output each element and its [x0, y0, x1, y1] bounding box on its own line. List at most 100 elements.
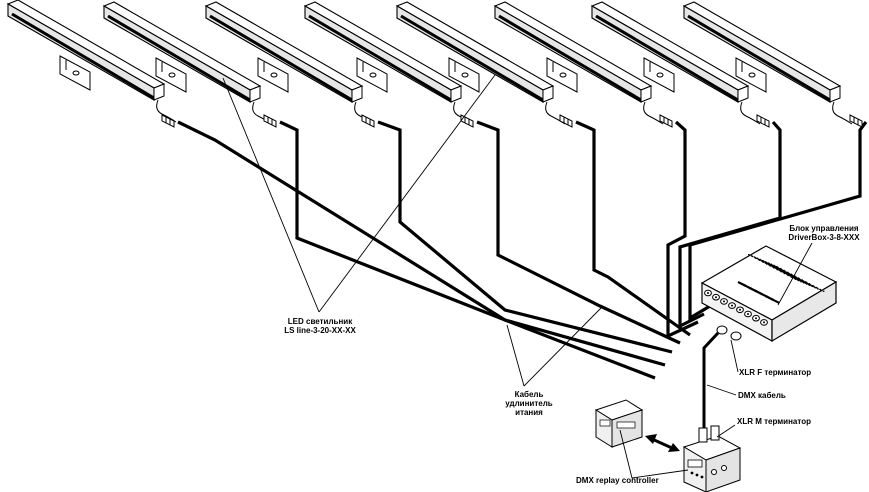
vent-hole [776, 267, 778, 269]
vent-hole [817, 288, 819, 290]
fixture-connector [756, 114, 770, 128]
vent-hole [802, 280, 804, 282]
driver-box [700, 245, 838, 343]
vent-hole [796, 278, 798, 280]
vent-hole [784, 273, 786, 275]
bracket-screw [559, 72, 567, 78]
vent-hole [764, 261, 767, 263]
xlr-m-terminator-label: XLR M терминатор [737, 417, 811, 426]
vent-hole [782, 271, 784, 273]
vent-hole [798, 279, 800, 281]
vent-hole [800, 281, 802, 283]
vent-hole [774, 266, 777, 268]
fixture-end-cap [153, 83, 165, 101]
vent-hole [778, 269, 780, 271]
led-fixture [682, 1, 863, 128]
vent-hole [814, 287, 816, 289]
vent-hole [762, 260, 765, 262]
led-fixture [493, 1, 673, 128]
vent-hole [792, 275, 794, 277]
power-cable-label: Кабель удлинитель итания [505, 390, 552, 417]
vent-hole [806, 282, 808, 284]
fixture-lens-strip [595, 14, 739, 102]
vent-hole [787, 272, 790, 274]
fixture-lens-strip [308, 14, 452, 102]
vent-hole [791, 275, 794, 278]
fixture-end-cap [249, 85, 261, 103]
led-fixture-label-line2: LS line-3-20-XX-XX [284, 326, 356, 335]
vent-hole [794, 275, 796, 277]
vent-hole [773, 266, 776, 268]
vent-hole [797, 278, 799, 280]
fixture-pigtail [643, 101, 664, 125]
fixture-pigtail [832, 101, 853, 125]
vent-hole [773, 264, 775, 266]
vent-hole [780, 271, 782, 273]
vent-hole [764, 262, 766, 264]
socket-pin [723, 300, 725, 303]
vent-hole [776, 266, 779, 268]
driver-box-label-line1: Блок управления [789, 224, 859, 233]
vent-hole [776, 269, 779, 271]
vent-hole [778, 268, 780, 270]
vent-hole [799, 278, 801, 280]
vent-hole [782, 270, 784, 272]
vent-hole [750, 255, 753, 257]
vent-slot [770, 297, 780, 304]
vent-hole [784, 272, 786, 274]
vent-hole [774, 265, 776, 267]
led-fixture [6, 0, 177, 128]
vent-hole [805, 281, 808, 284]
vent-hole [767, 262, 770, 264]
vent-hole [776, 266, 778, 268]
vent-hole [802, 280, 805, 282]
led-fixture-label-line1: LED светильник [287, 317, 353, 326]
fixture-end-cap [450, 85, 462, 103]
vent-hole [809, 283, 811, 285]
bracket-screw [72, 70, 80, 76]
vent-hole [748, 254, 750, 256]
dmx-cable-label: DMX кабель [738, 391, 786, 400]
vent-hole [782, 270, 785, 272]
vent-hole [770, 264, 772, 266]
vent-hole [763, 261, 766, 263]
vent-hole [762, 260, 764, 262]
vent-hole [768, 264, 771, 266]
power-cable [666, 120, 699, 339]
vent-hole [770, 265, 773, 267]
vent-hole [789, 275, 792, 277]
vent-hole [810, 285, 813, 287]
vent-hole [798, 278, 800, 280]
fixture-lens-strip [687, 14, 831, 102]
fixture-connector [849, 114, 863, 128]
vent-hole [796, 279, 799, 281]
vent-hole [769, 263, 771, 265]
vent-hole [776, 268, 778, 270]
vent-hole [760, 259, 762, 261]
vent-hole [779, 268, 781, 270]
vent-hole [760, 260, 763, 262]
vent-hole [794, 278, 797, 280]
vent-hole [804, 282, 806, 284]
vent-hole [784, 271, 787, 273]
led-fixture [204, 1, 375, 128]
fixture-connector [361, 114, 375, 128]
led-fixture [590, 1, 770, 128]
vent-hole [798, 279, 801, 281]
vent-hole [800, 279, 802, 281]
vent-hole [791, 274, 793, 276]
fixture-connector [659, 114, 673, 128]
vent-hole [772, 265, 775, 267]
vent-hole [781, 269, 783, 271]
led-fixture [102, 1, 277, 128]
dmx-cable [702, 325, 742, 430]
driver-box-slots [737, 281, 780, 304]
power-cable-label-line2: удлинитель [505, 399, 553, 408]
bracket-screw [369, 72, 377, 78]
vent-hole [813, 286, 816, 288]
vent-hole [761, 260, 764, 263]
vent-hole [816, 287, 818, 289]
vent-hole [819, 288, 821, 290]
fixture-pigtail [740, 101, 761, 125]
